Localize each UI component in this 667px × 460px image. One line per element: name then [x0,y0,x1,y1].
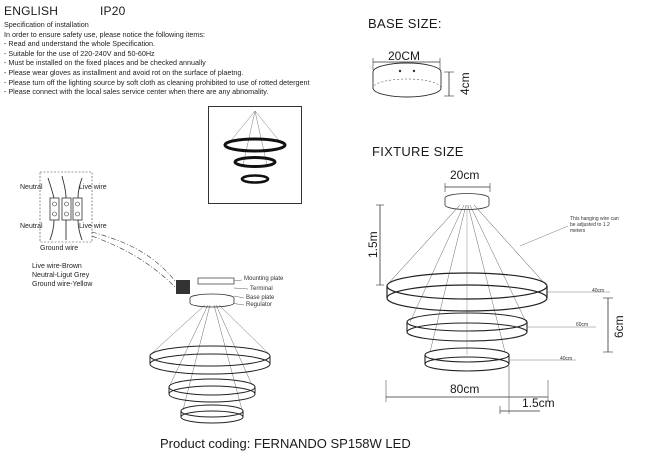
ground-wire-label: Ground wire [40,245,79,252]
spec-title: Specification of installation [4,20,89,29]
mounting-plate-label: Mounting plate [244,276,284,282]
base-plate-label: Base plate [246,295,275,301]
neutral-label-top: Neutral [20,184,43,191]
hanging-note-line-2: be adjusted to 1.2 [570,222,610,228]
regulator-label: Regulator [246,302,273,308]
fixture-size-title: FIXTURE SIZE [372,144,464,159]
base-width-label: 20CM [388,49,421,63]
ip-rating-label: IP20 [100,4,126,18]
total-width-label: 80cm [450,382,480,396]
product-thumbnail [208,106,302,204]
hanging-note-line-3: meters [570,228,586,234]
spec-item: - Please wear gloves as installment and … [4,67,244,77]
fixture-top-width-label: 20cm [450,168,480,182]
live-wire-label-top: Live wire [79,184,107,191]
wire-legend-item: Live wire-Brown [32,263,82,270]
chandelier-thumbnail [223,110,287,184]
hanging-note-line-1: This hanging wire can [570,216,619,222]
neutral-label-mid: Neutral [20,223,43,230]
spec-intro: In order to ensure safety use, please no… [4,29,205,39]
language-label: ENGLISH [4,4,59,18]
wire-legend: Live wire-Brown Neutral-Ligut Grey Groun… [32,262,92,289]
wire-legend-item: Ground wire-Yellow [32,281,93,288]
live-wire-label-mid: Live wire [79,223,107,230]
ring-top-label: 40cm [592,288,605,294]
product-coding: Product coding: FERNANDO SP158W LED [160,436,411,451]
spec-item: - Must be installed on the fixed places … [4,58,206,68]
spec-item: - Read and understand the whole Specific… [4,39,156,49]
bottom-gap-label: 1.5cm [522,396,555,410]
spec-item: - Suitable for the use of 220-240V and 5… [4,48,155,58]
base-size-title: BASE SIZE: [368,16,442,31]
wire-legend-item: Neutral-Ligut Grey [32,272,90,279]
terminal-label: Terminal [250,286,273,292]
ring-low-label: 40cm [560,356,573,362]
spec-item: - Please connect with the local sales se… [4,87,269,97]
specification-block: Specification of installation In order t… [4,20,384,97]
spec-item: - Please turn off the lighting source by… [4,77,310,87]
ring-mid-label: 60cm [576,322,589,328]
